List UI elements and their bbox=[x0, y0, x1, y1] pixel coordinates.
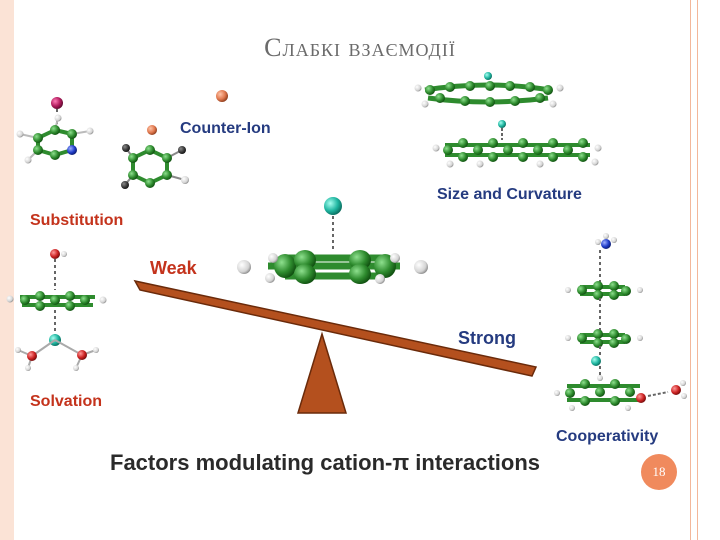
slide-number-badge: 18 bbox=[641, 454, 677, 490]
central-cation-benzene bbox=[237, 197, 428, 284]
label-counter-ion: Counter-Ion bbox=[180, 120, 271, 137]
figure-caption: Factors modulating cation-π interactions bbox=[110, 450, 540, 475]
label-strong: Strong bbox=[458, 328, 516, 348]
label-cooperativity: Cooperativity bbox=[556, 428, 659, 445]
counter-ion-ring bbox=[121, 90, 228, 189]
size-curvature-molecules bbox=[414, 72, 602, 168]
label-size-curvature: Size and Curvature bbox=[437, 186, 582, 203]
right-decor-line-outer bbox=[697, 0, 698, 540]
solvation-molecules bbox=[6, 249, 107, 371]
counter-ion-molecule bbox=[16, 97, 94, 164]
right-decor-line bbox=[690, 0, 691, 540]
cooperativity-stack bbox=[554, 233, 687, 411]
label-substitution: Substitution bbox=[30, 212, 124, 229]
slide-title: Слабкі взаємодії bbox=[264, 33, 456, 62]
balance-scale bbox=[133, 279, 538, 414]
label-solvation: Solvation bbox=[30, 393, 103, 410]
left-decor-band bbox=[0, 0, 14, 540]
label-weak: Weak bbox=[150, 258, 197, 278]
